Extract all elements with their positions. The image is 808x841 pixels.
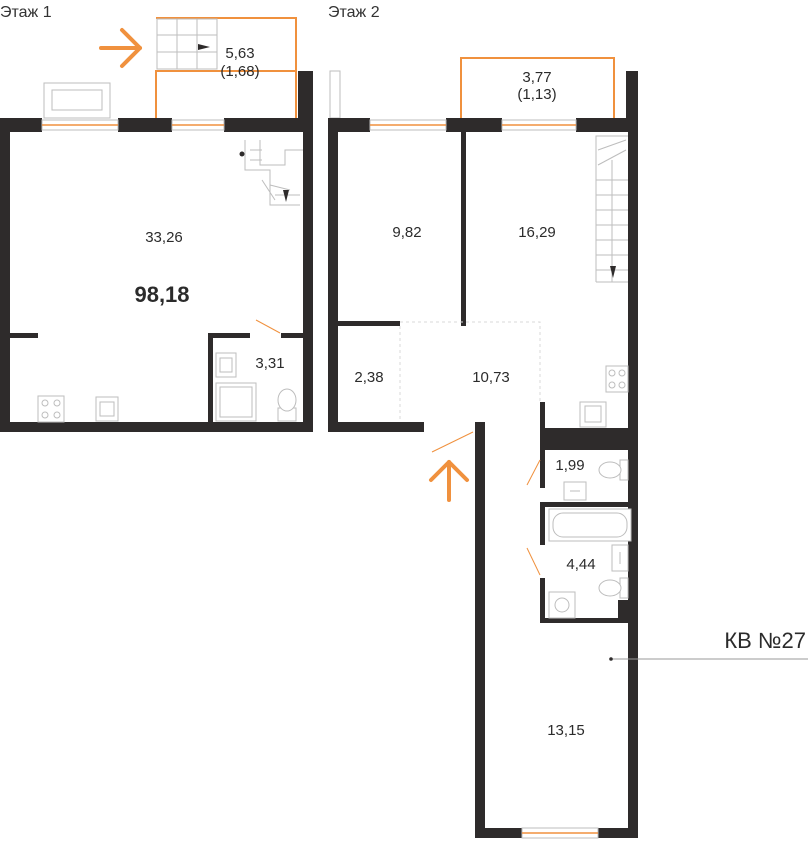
floor-2-left-post (329, 70, 341, 119)
total-area: 98,18 (134, 282, 189, 307)
floor-2-kitchen-sink-icon (579, 401, 607, 428)
floor-1-title: Этаж 1 (0, 4, 52, 21)
floor-1-column (298, 71, 313, 118)
floor-2-bathroom-toilet-icon (598, 577, 629, 599)
apartment-label-dot (609, 657, 613, 661)
hall-area: 10,73 (472, 369, 510, 386)
bedroom-large-area: 16,29 (518, 224, 556, 241)
floor-2-walls (328, 118, 638, 838)
floor-2-balcony: 3,77 (1,13) (460, 57, 615, 118)
floor-2-windows (369, 119, 599, 839)
floor-2-door-swings (431, 431, 541, 576)
floor-1-windows (41, 119, 225, 131)
toilet-area: 1,99 (555, 457, 584, 474)
floor-2-bathroom-area: 4,44 (566, 556, 595, 573)
floor-2-column (626, 71, 638, 118)
floor-1-porch (43, 82, 111, 119)
floor-1-terrace: 5,63 (1,68) (155, 17, 297, 118)
washing-machine-icon (548, 591, 576, 619)
floor-2-title: Этаж 2 (328, 4, 380, 21)
corridor-room-area: 13,15 (547, 722, 585, 739)
arrow-up-icon (429, 460, 469, 502)
floor-1-bathroom-door (255, 319, 281, 334)
storage-area: 2,38 (354, 369, 383, 386)
floor-1-shower-icon (215, 382, 257, 422)
floor-1-sink-icon (215, 352, 237, 378)
arrow-right-icon (99, 28, 142, 68)
floor-2-bathroom-sink-icon (611, 544, 629, 572)
balcony-area: 3,77 (522, 69, 551, 86)
terrace-area: 5,63 (225, 45, 254, 62)
apartment-label: КВ №27 (724, 628, 806, 653)
living-room-area: 33,26 (145, 229, 183, 246)
bedroom-small-area: 9,82 (392, 224, 421, 241)
hall-boundary (400, 321, 541, 402)
floor-1-walls (0, 118, 313, 432)
floor-2-bathtub-icon (548, 508, 632, 542)
floor-2-stove-icon (605, 365, 629, 393)
floor-1-toilet-icon (277, 388, 297, 422)
terrace-reduced-area: (1,68) (220, 63, 259, 80)
floor-1-stairs (239, 140, 303, 206)
terrace-stairs (156, 18, 218, 70)
balcony-reduced-area: (1,13) (517, 86, 556, 103)
floor-1-stove-icon (37, 395, 65, 423)
floor-1-kitchen-sink-icon (95, 396, 119, 422)
floor-2-toilet-room-sink-icon (563, 481, 587, 501)
floor-2-toilet-room-toilet-icon (598, 459, 629, 481)
floor-1-bathroom-area: 3,31 (255, 355, 284, 372)
floor-2-stairs (595, 135, 628, 283)
